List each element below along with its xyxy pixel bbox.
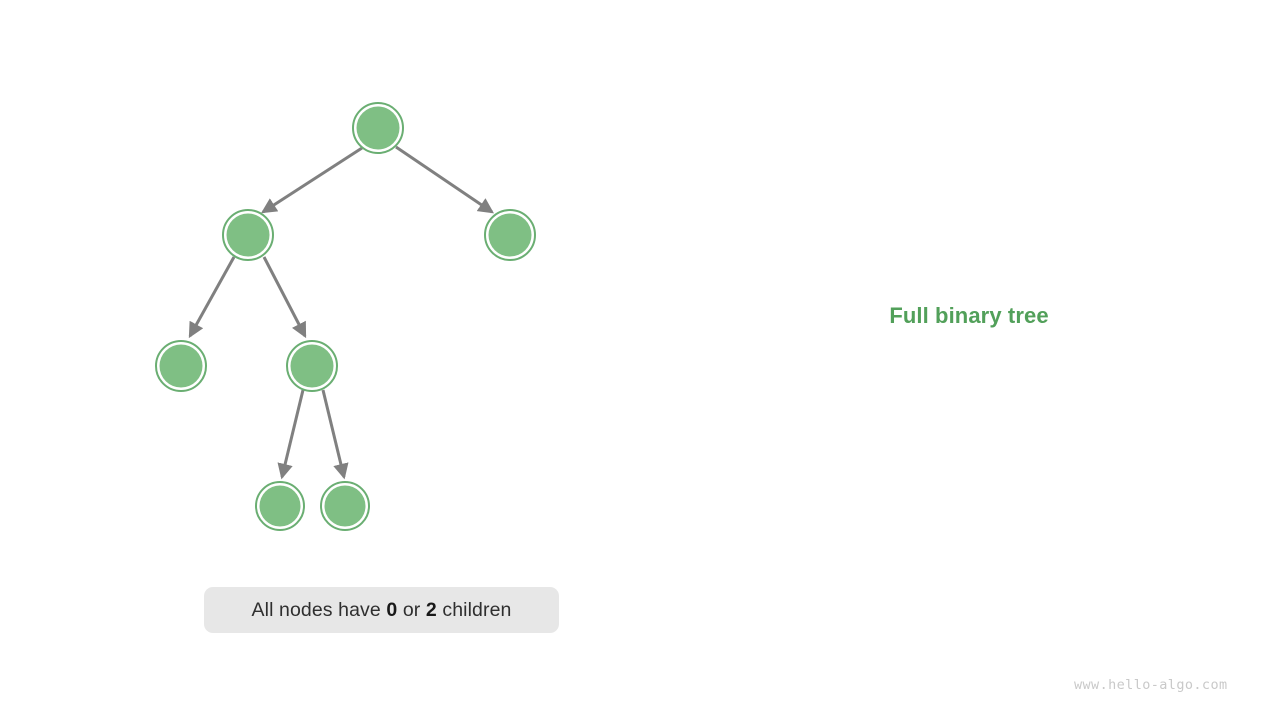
node-body: [226, 213, 270, 257]
node-body: [290, 344, 334, 388]
node-ring: [352, 102, 404, 154]
tree-edges: [188, 145, 494, 480]
node-body: [356, 106, 400, 150]
tree-node-root[interactable]: [352, 102, 404, 154]
tree-node-level2-left[interactable]: [155, 340, 207, 392]
node-body: [488, 213, 532, 257]
node-ring: [155, 340, 207, 392]
node-ring: [320, 481, 370, 531]
node-body: [259, 485, 301, 527]
tree-node-level1-left[interactable]: [222, 209, 274, 261]
caption-suffix: children: [436, 598, 512, 621]
edge-root-to-left: [260, 146, 363, 214]
node-ring: [286, 340, 338, 392]
tree-nodes: [155, 102, 536, 531]
caption-value-zero: 0: [386, 598, 398, 621]
edge-left-to-leftright: [262, 256, 307, 339]
edge-leftright-to-leafb: [321, 389, 349, 480]
caption-badge: All nodes have 0 or 2 children: [204, 587, 559, 633]
caption-value-two: 2: [425, 598, 437, 621]
node-ring: [484, 209, 536, 261]
node-ring: [222, 209, 274, 261]
node-body: [159, 344, 203, 388]
tree-node-level3-right[interactable]: [320, 481, 370, 531]
caption-prefix: All nodes have: [251, 598, 387, 621]
watermark: www.hello-algo.com: [1074, 677, 1228, 693]
tree-node-level1-right[interactable]: [484, 209, 536, 261]
tree-node-level2-right[interactable]: [286, 340, 338, 392]
node-ring: [255, 481, 305, 531]
edge-root-to-right: [395, 145, 494, 214]
page-title: Full binary tree: [889, 303, 1049, 328]
edge-leftright-to-leafa: [277, 389, 305, 480]
edge-left-to-leftleft: [188, 256, 236, 339]
caption-text: All nodes have 0 or 2 children: [252, 599, 512, 622]
tree-node-level3-left[interactable]: [255, 481, 305, 531]
node-body: [324, 485, 366, 527]
caption-middle: or: [397, 598, 426, 621]
